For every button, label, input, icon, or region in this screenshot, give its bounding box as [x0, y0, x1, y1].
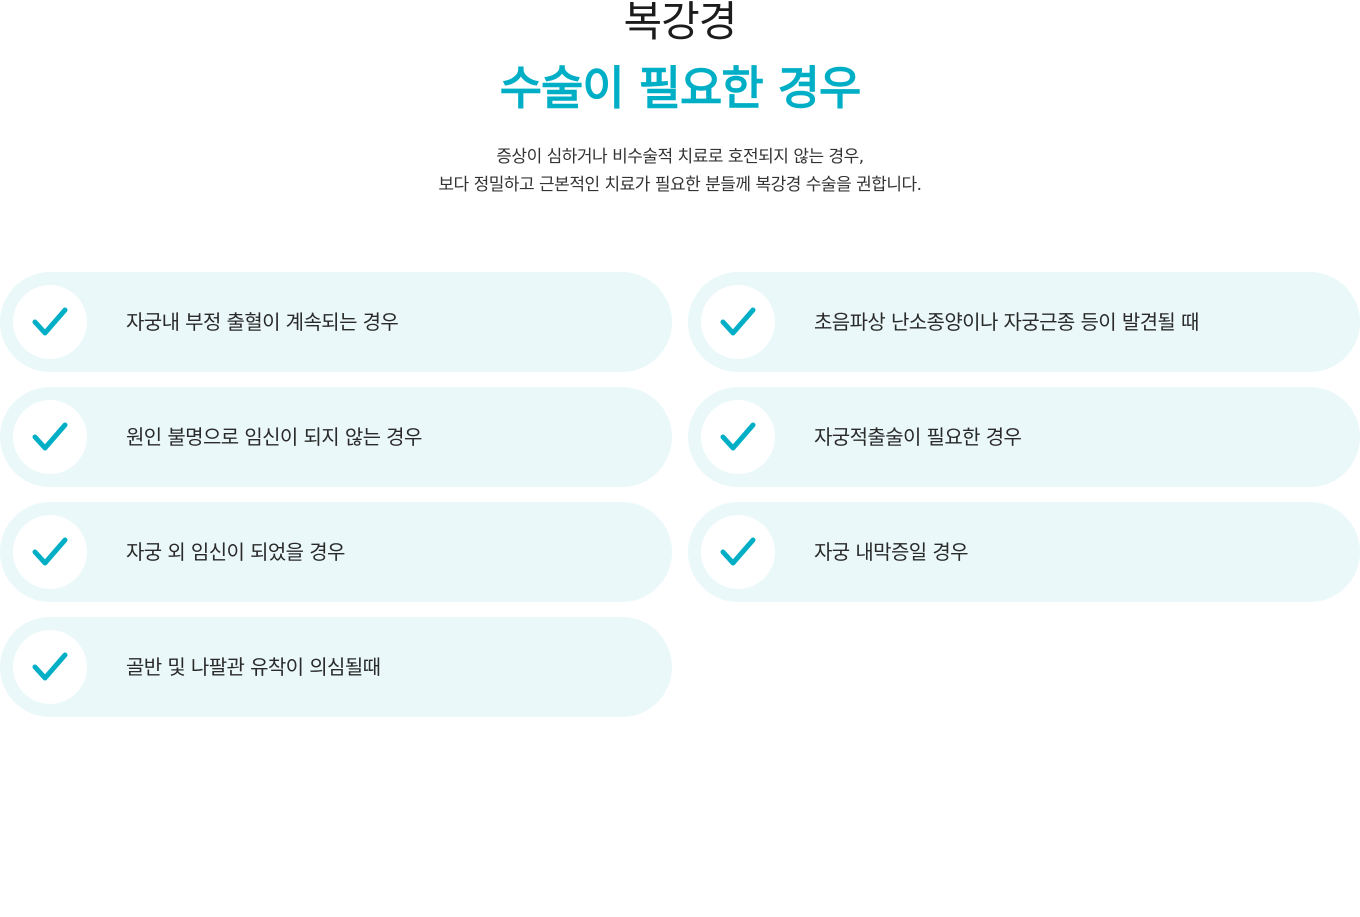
check-icon: [701, 400, 775, 474]
check-icon: [701, 285, 775, 359]
indication-item: 골반 및 나팔관 유착이 의심될때: [0, 617, 672, 717]
indication-label: 초음파상 난소종양이나 자궁근종 등이 발견될 때: [814, 310, 1199, 334]
indication-label: 골반 및 나팔관 유착이 의심될때: [126, 655, 381, 679]
check-icon: [701, 515, 775, 589]
page-title: 복강경: [623, 0, 738, 46]
indication-item: 자궁 내막증일 경우: [688, 502, 1360, 602]
indication-item: 원인 불명으로 임신이 되지 않는 경우: [0, 387, 672, 487]
indication-item: 자궁적출술이 필요한 경우: [688, 387, 1360, 487]
check-icon: [13, 400, 87, 474]
description-line-2: 보다 정밀하고 근본적인 치료가 필요한 분들께 복강경 수술을 권합니다.: [438, 175, 922, 195]
indication-label: 자궁적출술이 필요한 경우: [814, 425, 1022, 449]
indication-label: 원인 불명으로 임신이 되지 않는 경우: [126, 425, 422, 449]
indication-label: 자궁 외 임신이 되었을 경우: [126, 540, 345, 564]
description: 증상이 심하거나 비수술적 치료로 호전되지 않는 경우, 보다 정밀하고 근본…: [0, 143, 1360, 199]
description-line-1: 증상이 심하거나 비수술적 치료로 호전되지 않는 경우,: [496, 147, 864, 167]
indication-label: 자궁내 부정 출혈이 계속되는 경우: [126, 310, 399, 334]
indication-label: 자궁 내막증일 경우: [814, 540, 969, 564]
check-icon: [13, 515, 87, 589]
page-subtitle: 수술이 필요한 경우: [499, 61, 862, 115]
indication-item: 자궁내 부정 출혈이 계속되는 경우: [0, 272, 672, 372]
indication-item: 자궁 외 임신이 되었을 경우: [0, 502, 672, 602]
check-icon: [13, 630, 87, 704]
check-icon: [13, 285, 87, 359]
indication-item: 초음파상 난소종양이나 자궁근종 등이 발견될 때: [688, 272, 1360, 372]
